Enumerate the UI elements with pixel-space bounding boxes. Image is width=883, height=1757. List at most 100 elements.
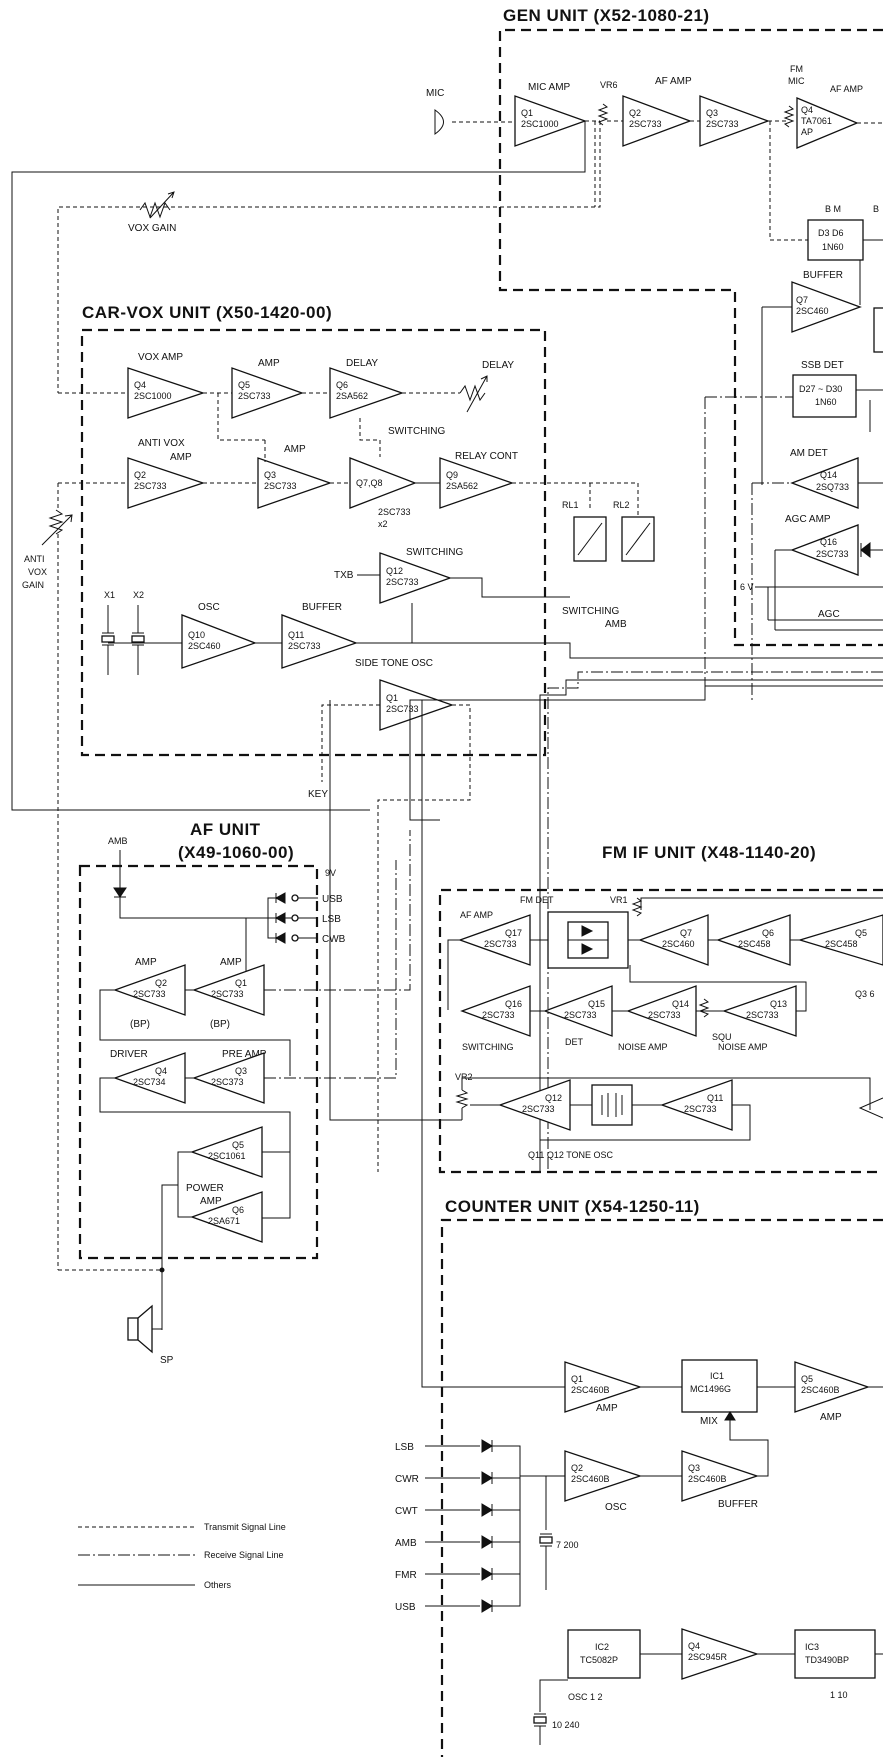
svg-text:Q1: Q1 — [571, 1374, 583, 1384]
car-vox-unit-border — [80, 328, 547, 757]
carvox-switching-label: SWITCHING — [388, 426, 445, 437]
svg-text:1N60: 1N60 — [815, 397, 837, 407]
gen-q14-am-det: Q14 2SQ733 — [790, 457, 859, 509]
svg-text:Q1: Q1 — [386, 693, 398, 703]
svg-text:Q1: Q1 — [521, 108, 533, 118]
af-mode-switches — [267, 892, 318, 944]
q7-q8-type-label: 2SC733 — [378, 507, 411, 517]
svg-text:Q6: Q6 — [232, 1205, 244, 1215]
af-q2-bp-label: (BP) — [130, 1019, 150, 1030]
carvox-q4-vox-amp: Q4 2SC1000 — [127, 367, 206, 419]
six-volt-label: 6 V — [740, 582, 754, 592]
counter-q1-amp: Q1 2SC460B — [564, 1361, 643, 1413]
fm-if-unit-border — [438, 888, 883, 1174]
counter-q3-buffer: Q3 2SC460B — [681, 1450, 760, 1502]
svg-text:Q5: Q5 — [238, 380, 250, 390]
fm-af-amp-label: AF AMP — [460, 910, 493, 920]
svg-text:D27 ~ D30: D27 ~ D30 — [799, 384, 842, 394]
tone-osc-label: Q11 Q12 TONE OSC — [528, 1150, 614, 1160]
svg-text:2SQ733: 2SQ733 — [816, 482, 849, 492]
am-det-label: AM DET — [790, 448, 828, 459]
counter-7200-crystal-icon — [539, 1533, 553, 1590]
fm-q5-amp: Q5 2SC458 — [797, 914, 883, 966]
gen-q3-af-amp: Q3 2SC733 — [699, 95, 770, 147]
svg-text:Q14: Q14 — [820, 470, 837, 480]
fm-mic-label-2: MIC — [788, 76, 805, 86]
carvox-q5-amp: Q5 2SC733 — [231, 367, 304, 419]
delay-label: DELAY — [346, 358, 378, 369]
switching-amb-label-1: SWITCHING — [562, 606, 619, 617]
carvox-q1-side-tone-osc: Q1 2SC733 — [379, 679, 454, 731]
squelch-pot-icon — [698, 998, 710, 1018]
svg-text:D3 D6: D3 D6 — [818, 228, 844, 238]
svg-text:2SC733: 2SC733 — [746, 1010, 779, 1020]
x2-crystal-icon — [131, 605, 145, 675]
delay-pot-icon — [459, 375, 488, 413]
mic-label: MIC — [426, 88, 444, 99]
svg-text:Q4: Q4 — [155, 1066, 167, 1076]
counter-ic3-divider: IC3 TD3490BP — [794, 1629, 876, 1679]
svg-text:2SC460B: 2SC460B — [688, 1474, 727, 1484]
gen-q4-af-amp: Q4 TA7061 AP — [796, 97, 859, 149]
counter-unit-border — [440, 1218, 883, 1757]
counter-unit-title: COUNTER UNIT (X54-1250-11) — [445, 1197, 700, 1216]
gen-d27-d30-ssb-det: D27 ~ D30 1N60 — [792, 374, 857, 418]
carvox-osc-label: OSC — [198, 602, 220, 613]
svg-text:2SC1061: 2SC1061 — [208, 1151, 246, 1161]
svg-text:2SC733: 2SC733 — [816, 549, 849, 559]
power-amp-label-1: POWER — [186, 1183, 224, 1194]
mix-label: MIX — [700, 1416, 718, 1427]
legend-transmit: Transmit Signal Line — [204, 1522, 286, 1532]
svg-text:Q1: Q1 — [235, 978, 247, 988]
svg-text:TC5082P: TC5082P — [580, 1655, 618, 1665]
fm-q15-det: Q15 2SC733 — [543, 985, 613, 1037]
svg-text:Q3: Q3 — [706, 108, 718, 118]
svg-text:2SC460: 2SC460 — [796, 306, 829, 316]
svg-text:Q7: Q7 — [796, 295, 808, 305]
svg-text:Q5: Q5 — [801, 1374, 813, 1384]
legend-receive: Receive Signal Line — [204, 1550, 284, 1560]
vox-gain-pot-icon — [139, 201, 171, 219]
speaker-icon — [127, 1304, 162, 1354]
counter-usb-label: USB — [395, 1602, 416, 1613]
svg-text:Q5: Q5 — [232, 1140, 244, 1150]
svg-text:2SC458: 2SC458 — [825, 939, 858, 949]
af-amp-label-q1: AMP — [220, 957, 242, 968]
counter-cwr-label: CWR — [395, 1474, 419, 1485]
mic-amp-label: MIC AMP — [528, 82, 571, 93]
svg-text:2SC733: 2SC733 — [684, 1104, 717, 1114]
af-lsb-label: LSB — [322, 914, 341, 925]
svg-text:2SC1000: 2SC1000 — [134, 391, 172, 401]
fm-q11-tone-osc: Q11 2SC733 — [660, 1079, 733, 1131]
svg-text:2SC460B: 2SC460B — [571, 1385, 610, 1395]
delay-pot-label: DELAY — [482, 360, 514, 371]
q7-q8-multiplier-label: x2 — [378, 519, 388, 529]
relay-cont-label: RELAY CONT — [455, 451, 518, 462]
counter-osc-label: OSC — [605, 1502, 627, 1513]
gen-af-amp-right-label: AF AMP — [830, 84, 863, 94]
b-label: B — [873, 204, 879, 214]
agc-label: AGC — [818, 609, 840, 620]
svg-text:2SC733: 2SC733 — [288, 641, 321, 651]
svg-text:2SC733: 2SC733 — [629, 119, 662, 129]
carvox-amp-label-1: AMP — [258, 358, 280, 369]
counter-amp-label-1: AMP — [596, 1403, 618, 1414]
svg-text:2SC458: 2SC458 — [738, 939, 771, 949]
af-q6-power-amp: Q6 2SA671 — [190, 1191, 263, 1243]
gen-af-amp-label: AF AMP — [655, 76, 692, 87]
svg-text:Q12: Q12 — [386, 566, 403, 576]
gen-buffer-label: BUFFER — [803, 270, 843, 281]
key-label: KEY — [308, 789, 328, 800]
svg-text:Q9: Q9 — [446, 470, 458, 480]
svg-text:2SC460: 2SC460 — [188, 641, 221, 651]
counter-amp-label-2: AMP — [820, 1412, 842, 1423]
svg-text:Q3: Q3 — [235, 1066, 247, 1076]
pre-amp-label: PRE AMP — [222, 1049, 267, 1060]
power-amp-label-2: AMP — [200, 1196, 222, 1207]
anti-vox-gain-pot-icon — [41, 509, 73, 546]
svg-text:Q3: Q3 — [264, 470, 276, 480]
counter-q5-amp: Q5 2SC460B — [794, 1361, 871, 1413]
anti-vox-gain-label-1: ANTI — [24, 554, 45, 564]
carvox-q9-relay-cont: Q9 2SA562 — [439, 457, 514, 509]
svg-text:TA7061: TA7061 — [801, 116, 832, 126]
